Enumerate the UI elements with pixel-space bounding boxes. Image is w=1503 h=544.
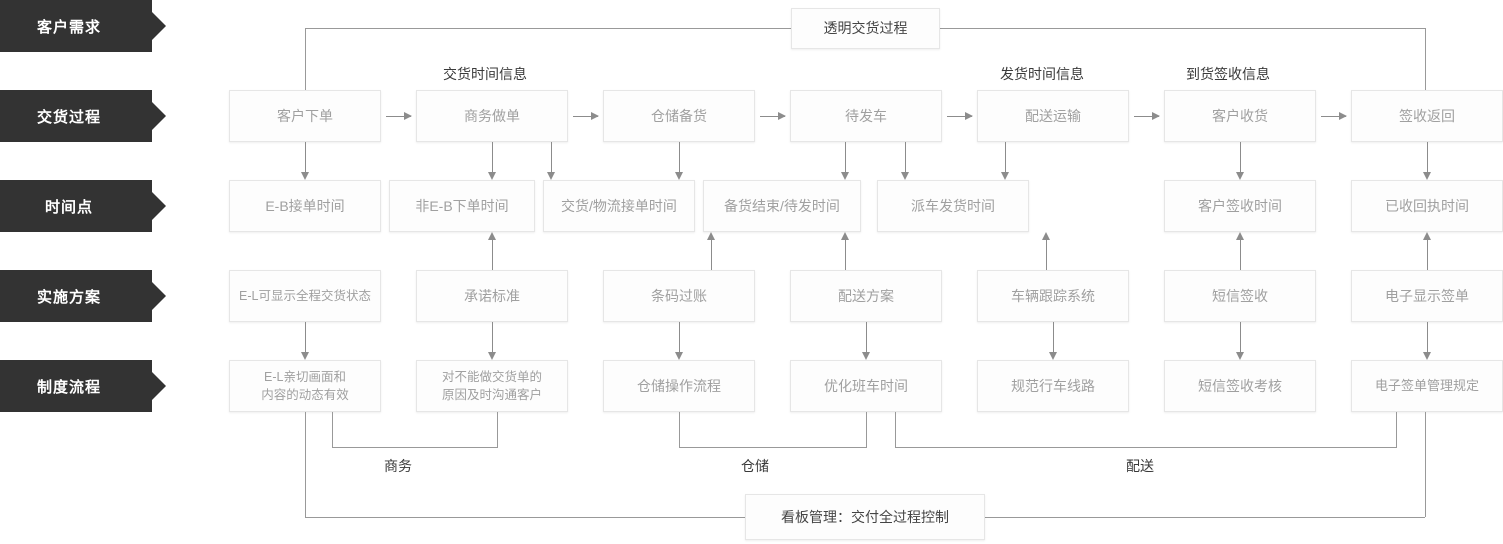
down-arrow-to-inst-3 [675, 322, 683, 360]
down-arrow-to-time-9 [1423, 142, 1431, 180]
group-bracket-warehouse-right [866, 412, 867, 447]
process-arrow-6-7 [1321, 112, 1347, 120]
row-label-institution-process[interactable]: 制度流程 [0, 360, 166, 412]
top-bracket-right-horizontal [940, 28, 1425, 29]
caption-arrival-signoff-info: 到货签收信息 [1186, 66, 1270, 82]
process-node-3[interactable]: 仓储备货 [603, 90, 755, 142]
group-label-business: 商务 [384, 458, 412, 474]
group-bracket-warehouse-bottom [679, 447, 867, 448]
group-label-warehouse: 仓储 [741, 458, 769, 474]
timepoint-node-7[interactable]: 已收回执时间 [1351, 180, 1503, 232]
row-label-text: 时间点 [44, 198, 93, 216]
process-arrow-4-5 [947, 112, 973, 120]
up-arrow-to-time-3 [707, 232, 715, 270]
row-label-implementation-plan[interactable]: 实施方案 [0, 270, 166, 322]
solution-node-6[interactable]: 短信签收 [1164, 270, 1316, 322]
down-arrow-to-time-5 [841, 142, 849, 180]
bottom-bracket-right-horizontal [985, 517, 1425, 518]
process-arrow-5-6 [1134, 112, 1160, 120]
down-arrow-to-inst-5 [1049, 322, 1057, 360]
row-label-time-point[interactable]: 时间点 [0, 180, 166, 232]
process-node-6[interactable]: 客户收货 [1164, 90, 1316, 142]
up-arrow-to-time-4 [841, 232, 849, 270]
up-arrow-to-time-6 [1236, 232, 1244, 270]
process-node-7[interactable]: 签收返回 [1351, 90, 1503, 142]
timepoint-node-3[interactable]: 交货/物流接单时间 [543, 180, 695, 232]
up-arrow-to-time-7 [1423, 232, 1431, 270]
institution-node-4[interactable]: 优化班车时间 [790, 360, 942, 412]
solution-node-4[interactable]: 配送方案 [790, 270, 942, 322]
institution-node-6[interactable]: 短信签收考核 [1164, 360, 1316, 412]
process-node-1[interactable]: 客户下单 [229, 90, 381, 142]
down-arrow-to-time-7 [1001, 142, 1009, 180]
group-label-delivery: 配送 [1126, 458, 1154, 474]
top-bracket-left-vertical [305, 28, 306, 90]
down-arrow-to-inst-4 [862, 322, 870, 360]
solution-node-1[interactable]: E-L可显示全程交货状态 [229, 270, 381, 322]
down-arrow-to-inst-7 [1423, 322, 1431, 360]
institution-node-2[interactable]: 对不能做交货单的 原因及时沟通客户 [416, 360, 568, 412]
process-arrow-2-3 [573, 112, 599, 120]
timepoint-node-4[interactable]: 备货结束/待发时间 [703, 180, 861, 232]
top-bracket-right-vertical [1425, 28, 1426, 90]
solution-node-3[interactable]: 条码过账 [603, 270, 755, 322]
down-arrow-to-inst-2 [488, 322, 496, 360]
bottom-bracket-right-vertical [1425, 412, 1426, 517]
up-arrow-to-time-2 [488, 232, 496, 270]
down-arrow-to-time-4 [675, 142, 683, 180]
row-label-delivery-process[interactable]: 交货过程 [0, 90, 166, 142]
up-arrow-to-time-5 [1042, 232, 1050, 270]
row-label-customer-demand[interactable]: 客户需求 [0, 0, 166, 52]
institution-node-3[interactable]: 仓储操作流程 [603, 360, 755, 412]
timepoint-node-1[interactable]: E-B接单时间 [229, 180, 381, 232]
row-label-text: 交货过程 [36, 108, 101, 126]
down-arrow-to-time-2 [488, 142, 496, 180]
process-node-4[interactable]: 待发车 [790, 90, 942, 142]
down-arrow-to-time-3 [547, 142, 555, 180]
bottom-bracket-left-horizontal [305, 517, 745, 518]
group-bracket-business-bottom [332, 447, 498, 448]
institution-node-5[interactable]: 规范行车线路 [977, 360, 1129, 412]
process-node-5[interactable]: 配送运输 [977, 90, 1129, 142]
row-label-text: 客户需求 [36, 18, 101, 36]
top-bracket-left-horizontal [305, 28, 791, 29]
group-bracket-delivery-left [895, 412, 896, 447]
solution-node-2[interactable]: 承诺标准 [416, 270, 568, 322]
group-bracket-warehouse-left [679, 412, 680, 447]
down-arrow-to-inst-6 [1236, 322, 1244, 360]
down-arrow-to-inst-1 [301, 322, 309, 360]
solution-node-5[interactable]: 车辆跟踪系统 [977, 270, 1129, 322]
solution-node-7[interactable]: 电子显示签单 [1351, 270, 1503, 322]
down-arrow-to-time-6 [901, 142, 909, 180]
timepoint-node-5[interactable]: 派车发货时间 [877, 180, 1029, 232]
process-arrow-1-2 [386, 112, 412, 120]
group-bracket-business-left [332, 412, 333, 447]
bottom-bracket-left-vertical [305, 412, 306, 517]
kanban-management-box[interactable]: 看板管理：交付全过程控制 [745, 494, 985, 540]
caption-shipping-time-info: 发货时间信息 [1000, 66, 1084, 82]
process-arrow-3-4 [760, 112, 786, 120]
row-label-text: 实施方案 [36, 288, 101, 306]
group-bracket-delivery-right [1396, 412, 1397, 447]
down-arrow-to-time-8 [1236, 142, 1244, 180]
down-arrow-to-time-1 [301, 142, 309, 180]
group-bracket-business-right [497, 412, 498, 447]
caption-delivery-time-info: 交货时间信息 [443, 66, 527, 82]
process-node-2[interactable]: 商务做单 [416, 90, 568, 142]
timepoint-node-6[interactable]: 客户签收时间 [1164, 180, 1316, 232]
group-bracket-delivery-bottom [895, 447, 1397, 448]
institution-node-1[interactable]: E-L亲切画面和 内容的动态有效 [229, 360, 381, 412]
institution-node-7[interactable]: 电子签单管理规定 [1351, 360, 1503, 412]
timepoint-node-2[interactable]: 非E-B下单时间 [389, 180, 535, 232]
transparent-delivery-process-box[interactable]: 透明交货过程 [791, 8, 940, 49]
row-label-text: 制度流程 [36, 378, 101, 396]
